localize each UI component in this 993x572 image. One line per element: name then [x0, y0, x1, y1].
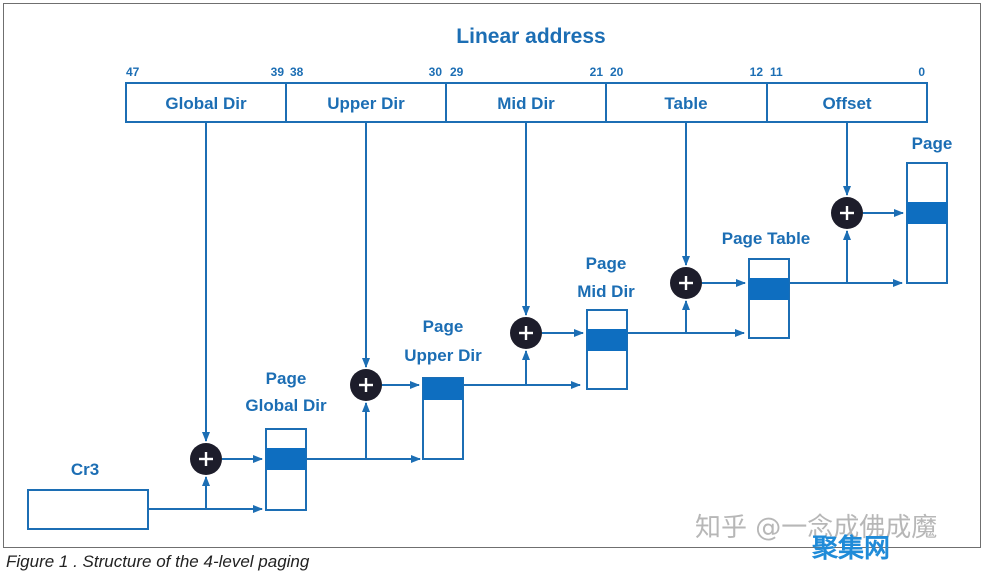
page-global-dir-table: Page Global Dir — [245, 369, 327, 511]
cr3-register — [27, 489, 149, 530]
adder-1 — [190, 443, 222, 475]
field-offset: Offset — [822, 94, 871, 113]
diagram-title: Linear address — [456, 25, 605, 48]
page-frame: Page — [906, 134, 953, 284]
bit-47: 47 — [126, 65, 140, 79]
figure-caption: Figure 1 . Structure of the 4-level pagi… — [6, 552, 310, 571]
page-label: Page — [912, 134, 953, 153]
field-upper-dir: Upper Dir — [327, 94, 405, 113]
bit-38: 38 — [290, 65, 304, 79]
field-mid-dir: Mid Dir — [497, 94, 555, 113]
page-table: Page Table — [722, 229, 811, 339]
bit-12: 12 — [750, 65, 764, 79]
page-mid-dir-table: Page Mid Dir — [577, 254, 635, 390]
pmd-label-line2: Mid Dir — [577, 282, 635, 301]
adder-3 — [510, 317, 542, 349]
bit-39: 39 — [271, 65, 285, 79]
field-table: Table — [664, 94, 707, 113]
bit-20: 20 — [610, 65, 624, 79]
pgd-label-line2: Global Dir — [245, 396, 327, 415]
pud-label-line2: Upper Dir — [404, 346, 482, 365]
watermark-site: 聚集网 — [812, 534, 891, 564]
linear-address-bar: Global Dir Upper Dir Mid Dir Table Offse… — [125, 65, 928, 123]
bit-11: 11 — [770, 65, 783, 79]
pgd-label-line1: Page — [266, 369, 307, 388]
cr3-label: Cr3 — [71, 460, 99, 479]
adder-5 — [831, 197, 863, 229]
pmd-label-line1: Page — [586, 254, 627, 273]
field-global-dir: Global Dir — [165, 94, 247, 113]
bit-0: 0 — [918, 65, 925, 79]
bit-30: 30 — [429, 65, 443, 79]
pt-label: Page Table — [722, 229, 811, 248]
adder-4 — [670, 267, 702, 299]
pud-label-line1: Page — [423, 317, 464, 336]
bit-29: 29 — [450, 65, 464, 79]
bit-21: 21 — [590, 65, 604, 79]
page-upper-dir-table: Page Upper Dir — [404, 317, 482, 460]
adder-2 — [350, 369, 382, 401]
watermark: 知乎 @一念成佛成魔 — [695, 513, 938, 543]
